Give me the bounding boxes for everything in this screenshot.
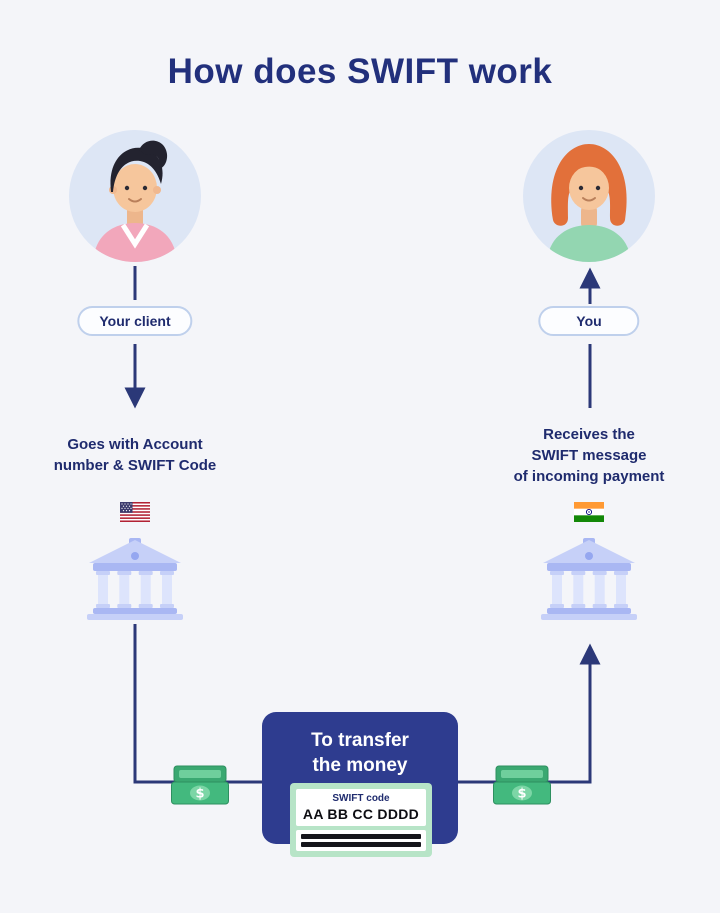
- recipient-avatar-icon: [523, 130, 655, 262]
- swift-code-label: SWIFT code: [332, 793, 390, 804]
- barcode-bar: [301, 842, 421, 847]
- dollar-sign: $: [517, 787, 526, 802]
- client-avatar-icon: [69, 130, 201, 262]
- you-label-pill: You: [538, 306, 640, 336]
- client-description-line: Goes with Account: [67, 436, 203, 453]
- barcode-bar: [301, 834, 421, 839]
- you-label-text: You: [576, 313, 602, 329]
- sender-bank-icon: [87, 538, 183, 620]
- swift-code-barcode: [296, 830, 426, 851]
- swift-code-card: SWIFT code AA BB CC DDDD: [290, 783, 432, 857]
- swift-code-value: AA BB CC DDDD: [302, 806, 420, 822]
- arrow-transfer-box-to-bank: [458, 643, 601, 784]
- money-icon-left: $: [171, 765, 229, 805]
- line-bank-to-transfer-box: [133, 624, 262, 784]
- client-description: Goes with Account number & SWIFT Code: [54, 434, 217, 476]
- client-label-pill: Your client: [77, 306, 193, 336]
- recipient-description: Receives the SWIFT message of incoming p…: [514, 424, 665, 487]
- money-icon-right: $: [493, 765, 551, 805]
- transfer-text: To transfer the money: [262, 712, 458, 778]
- recipient-description-line: of incoming payment: [513, 468, 665, 485]
- india-flag-icon: [574, 502, 604, 522]
- recipient-description-line: SWIFT message: [531, 447, 647, 464]
- swift-code-panel: SWIFT code AA BB CC DDDD: [296, 789, 426, 826]
- receiver-bank-icon: [541, 538, 637, 620]
- transfer-text-line: the money: [312, 754, 408, 776]
- dollar-sign: $: [195, 787, 204, 802]
- recipient-description-line: Receives the: [543, 426, 635, 443]
- us-flag-icon: [120, 502, 150, 522]
- page-title: How does SWIFT work: [167, 52, 553, 91]
- transfer-text-line: To transfer: [311, 730, 409, 751]
- client-description-line: number & SWIFT Code: [53, 457, 217, 474]
- client-label-text: Your client: [99, 313, 171, 329]
